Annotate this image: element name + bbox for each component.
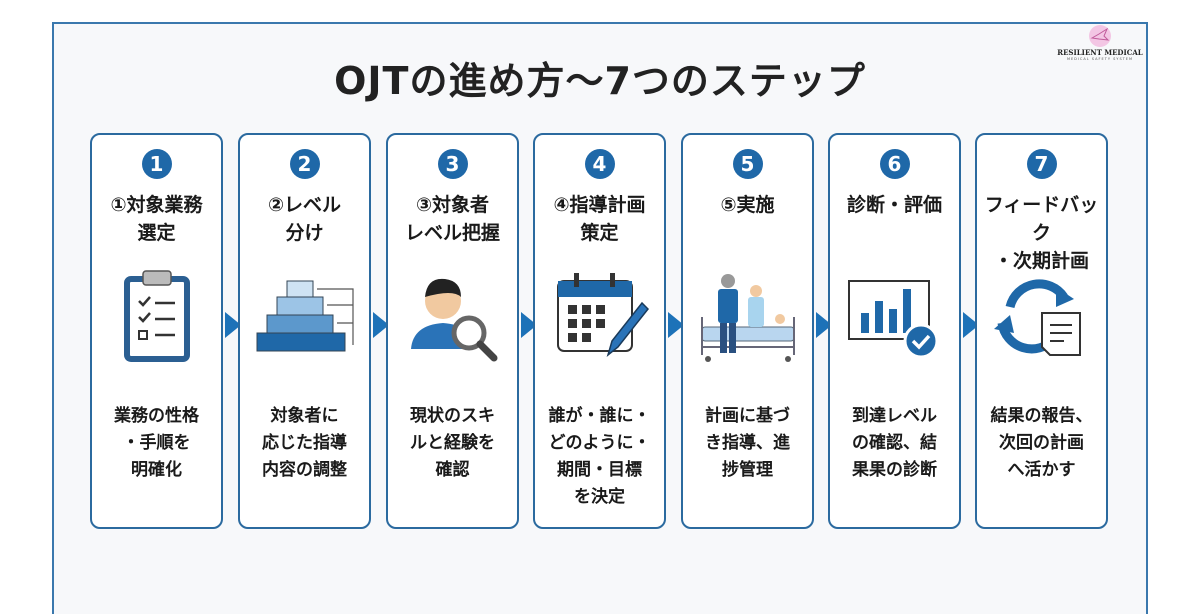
step-description: 対象者に応じた指導内容の調整 xyxy=(240,403,369,484)
step-card-1: 1 ①対象業務選定 業務の性格・手順を明確化 xyxy=(90,133,223,529)
step-description-line: 果果の診断 xyxy=(852,460,937,480)
step-card-2: 2 ②レベル分け 対象者に応じた指導内容の調整 xyxy=(238,133,371,529)
step-card-6: 6 診断・評価 到達レベルの確認、結果果の診断 xyxy=(828,133,961,529)
step-card-4: 4 ④指導計画策定 誰が・誰に・どのように・期間・目標を決定 xyxy=(533,133,666,529)
step-description-line: 業務の性格 xyxy=(114,406,199,426)
step-heading-line: ①対象業務 xyxy=(110,194,203,216)
bar-chart-check-icon xyxy=(847,280,938,359)
person-magnifier-icon xyxy=(410,278,497,362)
step-heading-line: 分け xyxy=(285,222,324,244)
step-description-line: どのように・ xyxy=(548,433,651,453)
step-heading-line: ④指導計画 xyxy=(553,194,646,216)
step-description: 結果の報告、次回の計画へ活かす xyxy=(977,403,1106,484)
step-description-line: 結果の報告、 xyxy=(990,406,1093,426)
page-title: OJTの進め方～7つのステップ xyxy=(334,59,866,103)
step-heading: ④指導計画策定 xyxy=(535,191,664,247)
step-description: 現状のスキルと経験を確認 xyxy=(388,403,517,484)
cycle-document-icon xyxy=(993,279,1081,356)
clipboard-checklist-icon xyxy=(123,270,190,362)
logo-name: RESILIENT MEDICAL xyxy=(1057,48,1143,57)
step-number-badge: 1 xyxy=(141,149,172,179)
step-number-badge: 6 xyxy=(879,149,910,179)
step-description-line: 計画に基づ xyxy=(705,406,790,426)
step-card-7: 7 フィードバック・次期計画 結果の報告、次回の計画へ活かす xyxy=(975,133,1108,529)
nurses-patient-bed-icon xyxy=(700,274,795,362)
step-number-badge: 3 xyxy=(437,149,468,179)
step-description-line: 到達レベル xyxy=(852,406,937,426)
pyramid-levels-icon xyxy=(256,280,354,352)
step-heading-line: 診断・評価 xyxy=(846,194,942,216)
logo-subtitle: MEDICAL SAFETY SYSTEM xyxy=(1066,57,1134,61)
step-description-line: 応じた指導 xyxy=(262,433,347,453)
step-heading: フィードバック・次期計画 xyxy=(977,191,1106,275)
step-heading-line: 策定 xyxy=(580,222,619,244)
step-description: 計画に基づき指導、進捗管理 xyxy=(683,403,812,484)
step-heading-line: レベル把握 xyxy=(404,222,500,244)
bird-logo-icon xyxy=(1089,25,1111,47)
step-number-badge: 4 xyxy=(584,149,615,179)
step-description-line: 捗管理 xyxy=(722,460,773,480)
step-description-line: 次回の計画 xyxy=(999,433,1084,453)
step-description-line: を決定 xyxy=(574,487,625,507)
step-description-line: ・手順を xyxy=(122,433,191,453)
step-heading-line: ⑤実施 xyxy=(720,194,775,216)
logo: RESILIENT MEDICAL MEDICAL SAFETY SYSTEM xyxy=(1050,22,1150,78)
step-description: 到達レベルの確認、結果果の診断 xyxy=(830,403,959,484)
step-heading-line: ③対象者 xyxy=(415,194,490,216)
step-number-badge: 5 xyxy=(732,149,763,179)
step-description-line: 現状のスキ xyxy=(410,406,495,426)
step-description-line: の確認、結 xyxy=(852,433,937,453)
step-description-line: 明確化 xyxy=(131,460,182,480)
arrow-right-icon xyxy=(225,312,241,338)
step-heading-line: ②レベル xyxy=(267,194,342,216)
step-card-5: 5 ⑤実施 計画に基づき指導、進捗管理 xyxy=(681,133,814,529)
step-description-line: き指導、進 xyxy=(705,433,790,453)
arrow-right-icon xyxy=(668,312,684,338)
step-heading-line: 選定 xyxy=(137,222,176,244)
arrow-right-icon xyxy=(373,312,389,338)
step-description-line: 確認 xyxy=(435,460,470,480)
step-description: 誰が・誰に・どのように・期間・目標を決定 xyxy=(535,403,664,511)
step-card-3: 3 ③対象者レベル把握 現状のスキルと経験を確認 xyxy=(386,133,519,529)
step-description-line: ルと経験を xyxy=(410,433,495,453)
calendar-pencil-icon xyxy=(556,273,649,358)
step-description-line: 内容の調整 xyxy=(262,460,347,480)
step-description-line: へ活かす xyxy=(1007,460,1076,480)
step-number-badge: 2 xyxy=(289,149,320,179)
step-description: 業務の性格・手順を明確化 xyxy=(92,403,221,484)
step-description-line: 誰が・誰に・ xyxy=(548,406,651,426)
step-heading: ③対象者レベル把握 xyxy=(388,191,517,247)
step-heading-line: フィードバック xyxy=(984,194,1099,244)
step-heading-line: ・次期計画 xyxy=(993,250,1089,272)
step-heading: ②レベル分け xyxy=(240,191,369,247)
step-heading: ⑤実施 xyxy=(683,191,812,219)
step-description-line: 対象者に xyxy=(270,406,339,426)
step-description-line: 期間・目標 xyxy=(557,460,642,480)
step-heading: 診断・評価 xyxy=(830,191,959,219)
step-number-badge: 7 xyxy=(1026,149,1057,179)
step-heading: ①対象業務選定 xyxy=(92,191,221,247)
